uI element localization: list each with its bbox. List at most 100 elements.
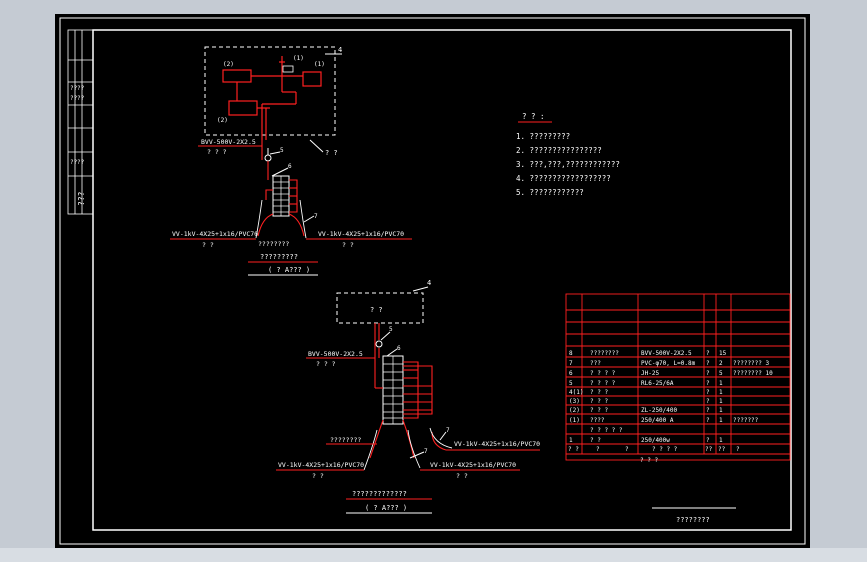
label-7-a: 7 [314, 213, 318, 220]
vv-cable-right-sub-a: ? ? [342, 241, 354, 249]
table-cell: 7 [569, 360, 573, 367]
parts-table: 8????????BVV-500V-2X2.5?157???PVC-φ70, L… [565, 293, 791, 464]
svg-text:??: ?? [77, 85, 85, 92]
table-cell: (2) [569, 407, 580, 414]
table-cell: 5 [719, 370, 723, 377]
table-cell: ? [706, 370, 710, 377]
table-cell: 1 [569, 437, 573, 444]
label-4-b: 4 [427, 279, 431, 287]
table-header-cell: ? [625, 446, 629, 453]
table-cell: ???????? [590, 350, 619, 357]
table-header-cell: ? [736, 446, 740, 453]
note-item: 3. ???,???,???????????? [516, 160, 620, 169]
table-cell: 5 [569, 380, 573, 387]
table-cell: ? [706, 437, 710, 444]
note-item: 5. ???????????? [516, 188, 584, 197]
table-header-cell: ? ? ? ? [652, 446, 678, 453]
table-cell: 250/400w [641, 437, 670, 444]
table-header-cell: ?? [718, 446, 726, 453]
table-cell: 1 [719, 407, 723, 414]
distribution-box-b [336, 292, 424, 324]
bvv-sub-a: ? ? ? [207, 148, 227, 156]
svg-text:??: ?? [70, 159, 78, 166]
vv-cable-right-a: VV-1kV-4X25+1x16/PVC70 [318, 230, 404, 238]
table-cell: (1) [569, 417, 580, 424]
table-cell: 15 [719, 350, 727, 357]
vv-cable-left-sub-b: ? ? [312, 472, 324, 480]
table-cell: ZL-250/400 [641, 407, 678, 414]
component-2a: (2) [223, 61, 234, 68]
table-header-cell: ?? [705, 446, 713, 453]
table-cell: 2 [719, 360, 723, 367]
distribution-box-a [204, 46, 336, 136]
label-7b-bottom: 7 [424, 448, 428, 455]
table-cell: BVV-500V-2X2.5 [641, 350, 692, 357]
label-6-b: 6 [397, 345, 401, 352]
caption-b: ????????????? [352, 490, 407, 498]
component-1a: (1) [293, 55, 304, 62]
vv-cable-left-a: VV-1kV-4X25+1x16/PVC70 [172, 230, 258, 238]
bvv-sub-b: ? ? ? [316, 360, 336, 368]
table-cell: ? ? [590, 437, 601, 444]
table-cell: ? [706, 398, 710, 405]
svg-text:??: ?? [70, 95, 78, 102]
label-7b-top: 7 [446, 427, 450, 434]
left-strip-text: ??? [77, 191, 86, 206]
table-cell: ??????? [733, 417, 759, 424]
bvv-cable-label-a: BVV-500V-2X2.5 [201, 138, 256, 146]
label-5-a: 5 [280, 147, 284, 154]
label-6-a: 6 [288, 163, 292, 170]
table-cell: JH-25 [641, 370, 659, 377]
table-cell: 1 [719, 417, 723, 424]
table-cell: ? [706, 360, 710, 367]
table-cell: 1 [719, 380, 723, 387]
svg-text:??: ?? [77, 95, 85, 102]
table-cell: ? ? ? [590, 389, 608, 396]
vv-cable-bottom-right-sub-b: ? ? [456, 472, 468, 480]
table-cell: ???????? 3 [733, 360, 770, 367]
box-label-b: ? ? [370, 306, 383, 314]
table-cell: (3) [569, 398, 580, 405]
diagram-b: ? ? 4 5 BVV-500V-2X2.5 ? ? ? 6 [276, 279, 540, 514]
table-cell: ? ? ? ? [590, 370, 616, 377]
label-5-b: 5 [389, 326, 393, 333]
table-cell: 6 [569, 370, 573, 377]
table-cell: 1 [719, 398, 723, 405]
bvv-cable-label-b: BVV-500V-2X2.5 [308, 350, 363, 358]
drawing-title: ???????? [676, 516, 710, 524]
table-cell: 250/400 A [641, 417, 674, 424]
svg-text:??: ?? [77, 159, 85, 166]
note-item: 4. ?????????????????? [516, 174, 611, 183]
left-title-strip [67, 29, 94, 215]
vv-cable-left-b: VV-1kV-4X25+1x16/PVC70 [278, 461, 364, 469]
table-header-cell: ? [596, 446, 600, 453]
table-header-cell: ? ? [568, 446, 579, 453]
drawing-sheet [55, 14, 810, 548]
table-footer: ? ? ? [640, 457, 658, 464]
caption-sub-a: ( ? A??? ) [268, 266, 310, 274]
center-note-a: ???????? [258, 240, 289, 248]
table-cell: ???????? 10 [733, 370, 773, 377]
table-cell: ? [706, 350, 710, 357]
box-label-a: ? ? [325, 149, 338, 157]
table-cell: 4(1) [569, 389, 583, 396]
table-cell: ? [706, 389, 710, 396]
table-cell: ? [706, 417, 710, 424]
notes-heading: ? ? : [522, 112, 545, 121]
table-cell: ? [706, 380, 710, 387]
table-cell: 1 [719, 437, 723, 444]
caption-a: ????????? [260, 253, 298, 261]
note-item: 2. ???????????????? [516, 146, 602, 155]
table-cell: ? ? ? [590, 407, 608, 414]
table-cell: 8 [569, 350, 573, 357]
svg-text:??: ?? [70, 85, 78, 92]
caption-sub-b: ( ? A??? ) [365, 504, 407, 512]
drawing-border [92, 29, 792, 531]
table-cell: RL6-25/6A [641, 380, 674, 387]
component-1b: (1) [314, 61, 325, 68]
notes-block: ? ? : 1. ????????? 2. ???????????????? 3… [516, 112, 620, 197]
table-cell: ? ? ? [590, 398, 608, 405]
table-cell: ? ? ? ? ? [590, 427, 623, 434]
